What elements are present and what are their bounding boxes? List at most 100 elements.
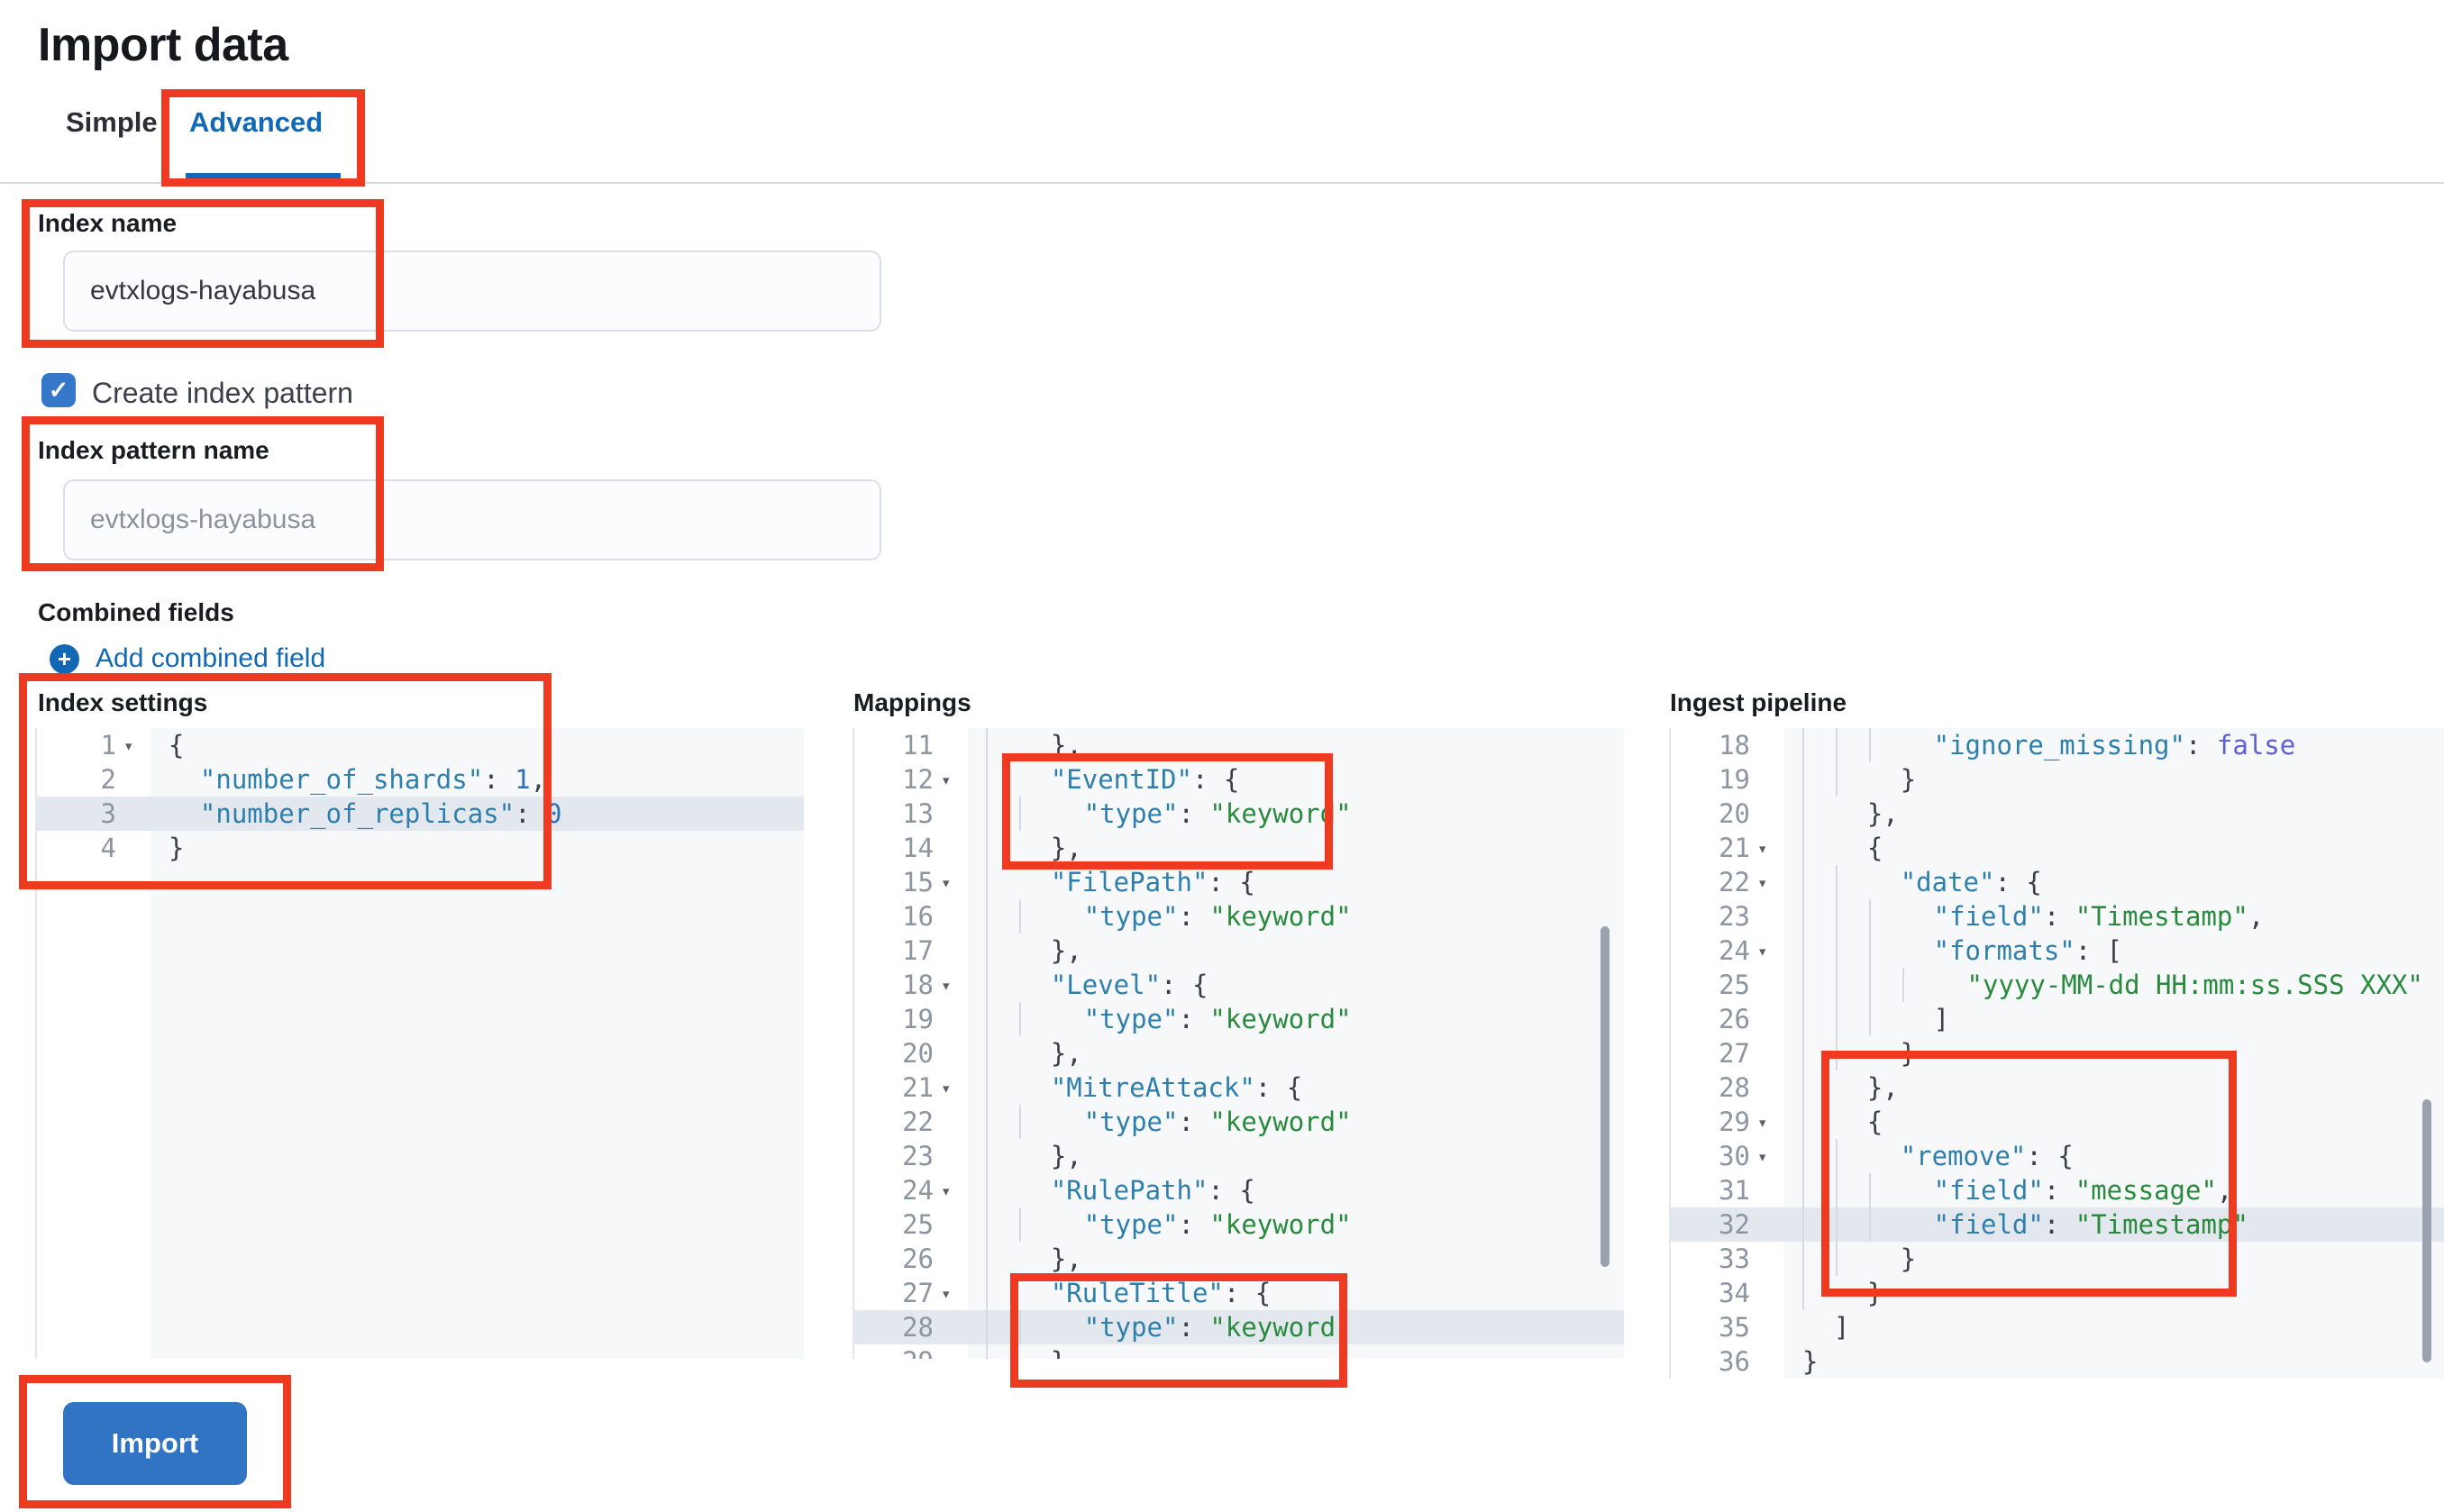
code-token: }: [1802, 1346, 1819, 1377]
code-token: "formats": [1933, 935, 2075, 966]
code-token: "Timestamp": [2075, 1209, 2248, 1240]
indent-guide: [1802, 831, 1836, 865]
code-line: 12▾"EventID": {: [854, 762, 1624, 797]
code-content: },: [968, 1036, 1624, 1070]
code-token: :: [1178, 901, 1210, 932]
indent-guide: [1868, 934, 1902, 968]
fold-gutter: [1757, 968, 1784, 1002]
editor-scrollbar-thumb[interactable]: [2422, 1099, 2431, 1362]
code-line: 36}: [1671, 1344, 2444, 1379]
index-name-label: Index name: [38, 209, 178, 237]
fold-arrow-icon[interactable]: ▾: [1757, 1113, 1768, 1133]
create-index-pattern-label[interactable]: Create index pattern: [92, 377, 353, 409]
code-content: "type": "keyword": [968, 1310, 1624, 1344]
fold-arrow-icon[interactable]: ▾: [1757, 839, 1768, 859]
code-content: "type": "keyword": [968, 1105, 1624, 1139]
line-number: 14: [902, 833, 934, 863]
indent-guide: [1868, 1207, 1902, 1242]
code-content: {: [150, 728, 804, 762]
indent-guide: [1018, 1002, 1053, 1036]
line-number: 22: [1719, 867, 1750, 897]
fold-arrow-icon[interactable]: ▾: [941, 1079, 952, 1098]
indent-space: [1053, 1207, 1084, 1242]
code-line: 17},: [854, 934, 1624, 968]
indent-space: [1019, 934, 1051, 968]
code-line: 33}: [1671, 1242, 2444, 1276]
line-number: 17: [902, 935, 934, 966]
mappings-editor[interactable]: 11},12▾"EventID": {13"type": "keyword"14…: [853, 728, 1624, 1359]
indent-guide: [1835, 728, 1869, 762]
fold-arrow-icon[interactable]: ▾: [1757, 942, 1768, 961]
indent-space: [1019, 1344, 1051, 1359]
code-line: 31"field": "message",: [1671, 1173, 2444, 1207]
code-token: 0: [546, 798, 562, 829]
index-name-input[interactable]: [63, 250, 881, 332]
code-token: "type": [1083, 1004, 1179, 1034]
line-number: 11: [902, 730, 934, 761]
fold-gutter: [1757, 1344, 1784, 1379]
line-number: 28: [1719, 1072, 1750, 1103]
code-token: "keyword": [1209, 901, 1352, 932]
index-settings-editor[interactable]: 1▾{2"number_of_shards": 1,3"number_of_re…: [35, 728, 804, 1359]
indent-space: [1019, 1139, 1051, 1173]
tab-advanced[interactable]: Advanced: [189, 106, 324, 138]
import-button[interactable]: Import: [63, 1402, 247, 1485]
fold-arrow-icon[interactable]: ▾: [941, 1181, 952, 1201]
fold-arrow-icon[interactable]: ▾: [941, 1284, 952, 1304]
line-number: 1: [100, 730, 116, 761]
fold-arrow-icon[interactable]: ▾: [1757, 873, 1768, 893]
indent-guide: [1835, 762, 1869, 797]
fold-arrow-icon[interactable]: ▾: [941, 873, 952, 893]
code-token: "type": [1083, 1312, 1179, 1343]
code-token: :: [2043, 1175, 2075, 1206]
code-line: 30▾"remove": {: [1671, 1139, 2444, 1173]
indent-space: [1019, 865, 1051, 899]
code-line: 32"field": "Timestamp": [1671, 1207, 2444, 1242]
code-token: },: [1050, 833, 1082, 863]
add-combined-field-link[interactable]: + Add combined field: [50, 643, 325, 674]
code-token: "field": [1933, 1175, 2044, 1206]
code-token: {: [1866, 833, 1883, 863]
line-number: 25: [1719, 970, 1750, 1000]
code-token: "keyword": [1209, 1312, 1352, 1343]
indent-guide: [1802, 728, 1836, 762]
code-token: ,: [2248, 901, 2265, 932]
indent-guide: [1802, 899, 1836, 934]
code-content: }: [1784, 1344, 2444, 1379]
fold-gutter: [1757, 762, 1784, 797]
editor-scrollbar-thumb[interactable]: [1600, 926, 1610, 1267]
indent-space: [1019, 1276, 1051, 1310]
fold-arrow-icon[interactable]: ▾: [941, 976, 952, 996]
code-content: },: [1784, 1070, 2444, 1105]
fold-arrow-icon[interactable]: ▾: [941, 770, 952, 790]
fold-gutter: [941, 934, 968, 968]
indent-space: [1019, 762, 1051, 797]
code-token: :: [1178, 798, 1210, 829]
code-line: 23"field": "Timestamp",: [1671, 899, 2444, 934]
line-number: 29: [854, 1344, 941, 1359]
code-token: :: [2184, 730, 2217, 761]
indent-guide: [1868, 728, 1902, 762]
index-pattern-name-input[interactable]: [63, 479, 881, 560]
code-content: },: [968, 1139, 1624, 1173]
code-token: },: [1050, 1243, 1082, 1274]
fold-arrow-icon[interactable]: ▾: [123, 736, 134, 756]
code-token: {: [169, 730, 185, 761]
line-number: 29: [1719, 1107, 1750, 1137]
tab-simple[interactable]: Simple: [66, 106, 158, 138]
indent-space: [1053, 899, 1084, 934]
indent-space: [1902, 1207, 1934, 1242]
fold-gutter: [1757, 899, 1784, 934]
code-token: : {: [1994, 867, 2042, 897]
code-token: :: [1178, 1004, 1210, 1034]
indent-space: [1053, 1105, 1084, 1139]
indent-space: [1053, 1002, 1084, 1036]
code-line: 26},: [854, 1242, 1624, 1276]
indent-space: [1936, 968, 1967, 1002]
create-index-pattern-checkbox[interactable]: ✓: [41, 373, 76, 407]
indent-guide: [1802, 1242, 1836, 1276]
code-content: "formats": [: [1784, 934, 2444, 968]
code-token: "date": [1900, 867, 1995, 897]
fold-arrow-icon[interactable]: ▾: [1757, 1147, 1768, 1167]
